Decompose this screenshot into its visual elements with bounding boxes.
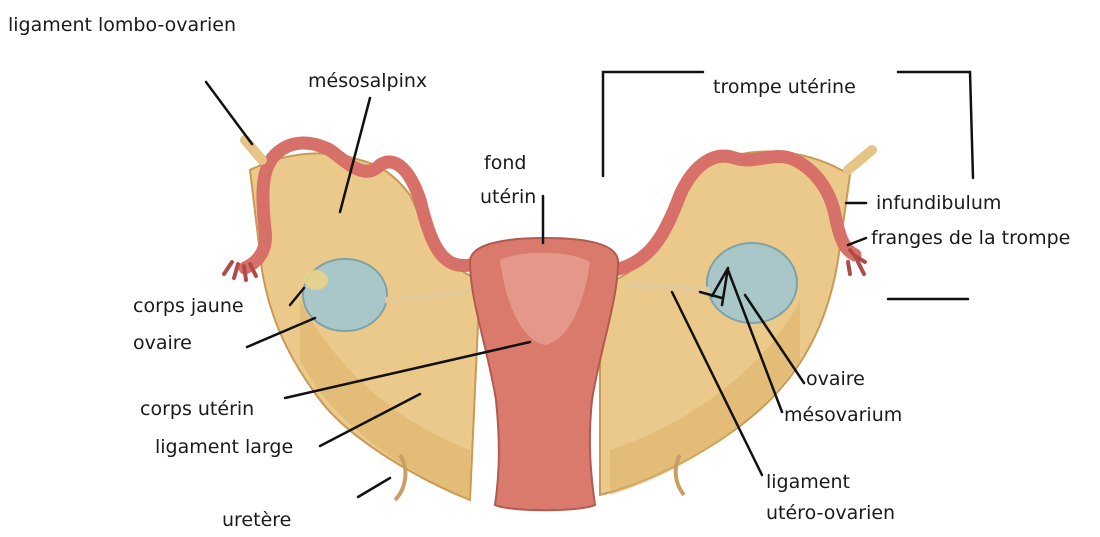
label-franges-de-la-trompe: franges de la trompe: [871, 227, 1070, 249]
suspensory-ligament-right: [848, 150, 872, 170]
leader-ligament-lombo-ovarien: [206, 82, 252, 144]
leader-uretere: [358, 478, 390, 497]
label-ovaire-left: ovaire: [133, 332, 192, 354]
label-mesosalpinx: mésosalpinx: [308, 70, 427, 92]
corpus-luteum: [304, 270, 328, 290]
label-mesovarium: mésovarium: [784, 404, 902, 426]
bracket-trompe-right: [898, 72, 973, 178]
label-ligament-large: ligament large: [155, 436, 293, 458]
label-ligament-utero-ovarien-1: ligament: [766, 471, 850, 493]
bracket-trompe-left: [603, 72, 703, 176]
label-ovaire-right: ovaire: [806, 368, 865, 390]
label-corps-jaune: corps jaune: [133, 295, 244, 317]
ovary-left: [303, 259, 387, 331]
leader-franges: [848, 238, 866, 245]
label-corps-uterin: corps utérin: [140, 398, 254, 420]
label-fond-uterin-1: fond: [484, 152, 526, 174]
label-ligament-lombo-ovarien: ligament lombo-ovarien: [8, 14, 236, 36]
label-ligament-utero-ovarien-2: utéro-ovarien: [766, 502, 895, 524]
label-trompe-uterine: trompe utérine: [713, 76, 856, 98]
label-fond-uterin-2: utérin: [480, 186, 536, 208]
suspensory-ligament: [245, 140, 262, 160]
label-uretere: uretère: [222, 509, 291, 531]
label-infundibulum: infundibulum: [876, 192, 1001, 214]
